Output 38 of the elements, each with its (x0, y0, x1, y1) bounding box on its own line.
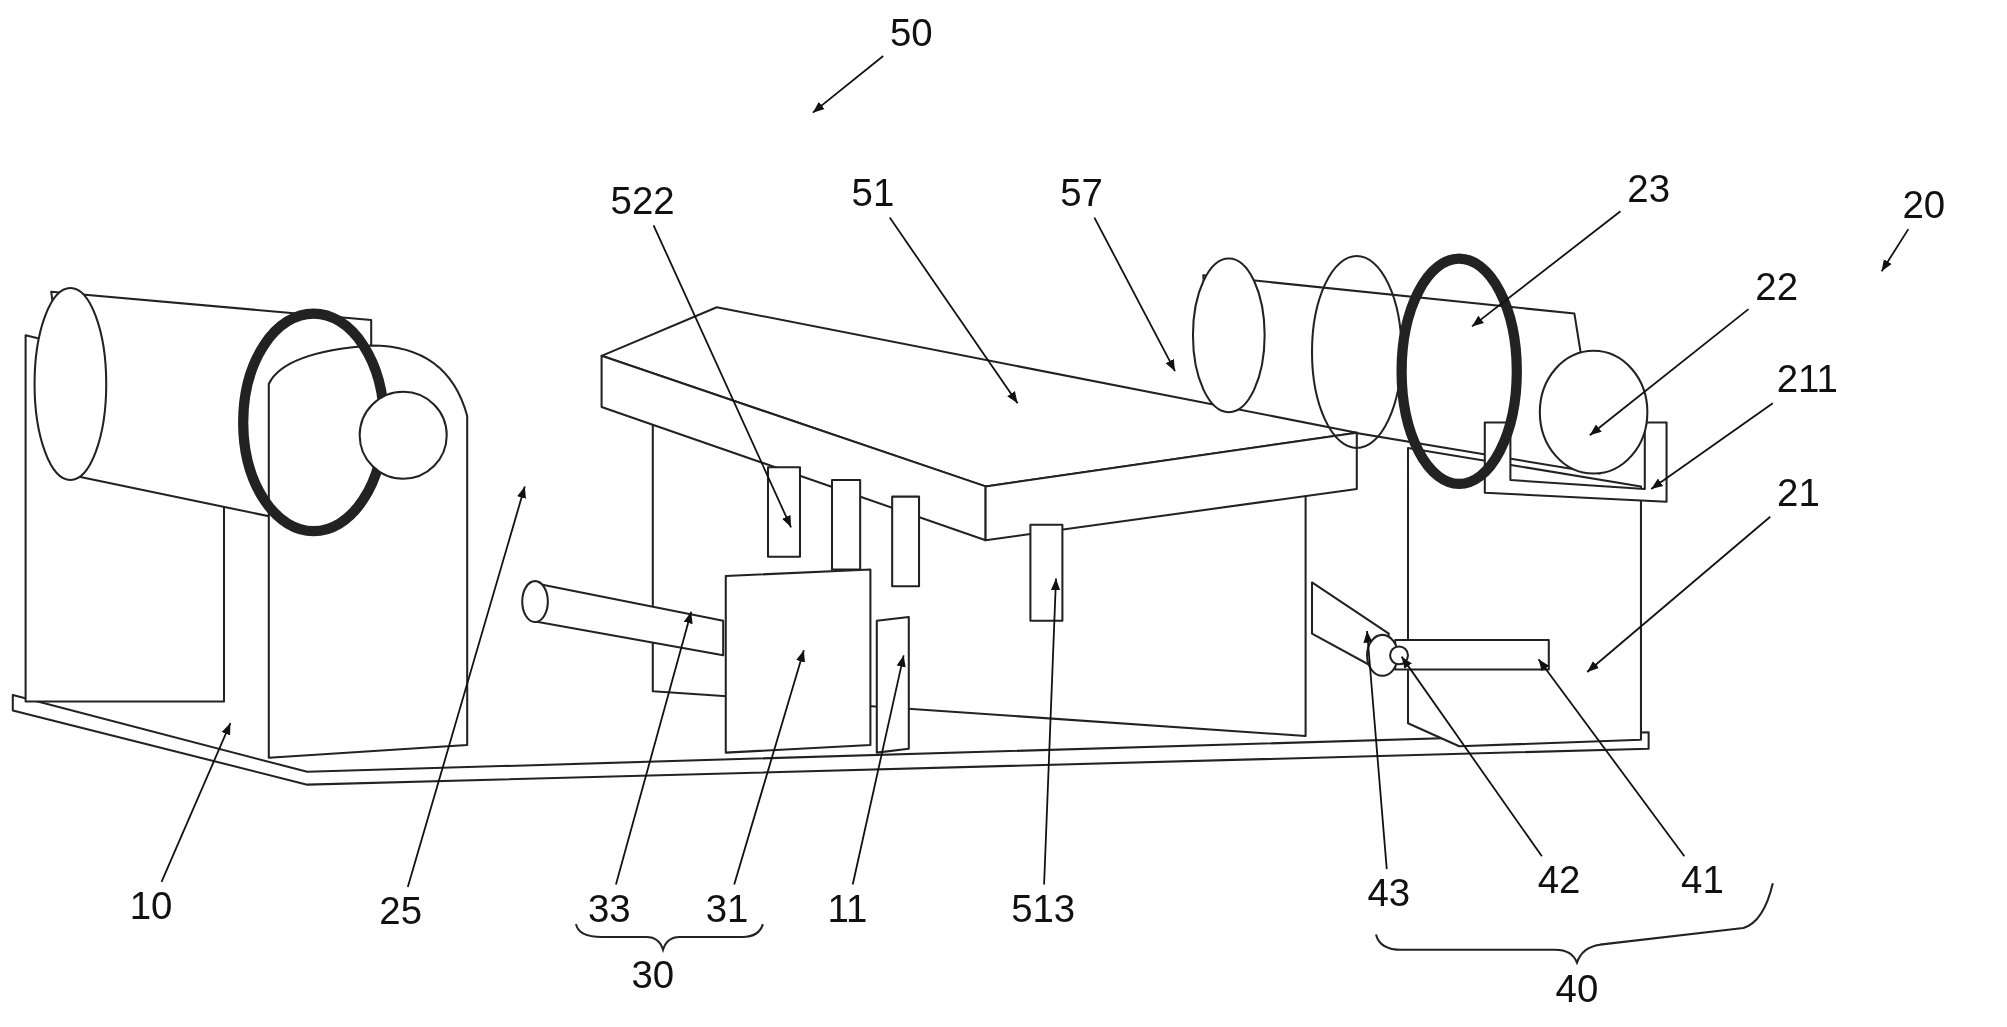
leader-line (160, 722, 232, 883)
callout-number: 50 (890, 11, 933, 56)
callout-number: 41 (1681, 858, 1724, 903)
callout-number: 57 (1060, 171, 1103, 216)
callout-number: 33 (587, 887, 631, 931)
callout-number: 51 (851, 171, 895, 216)
callout-number: 21 (1777, 471, 1820, 515)
callout-number: 30 (631, 953, 675, 998)
leader-line (1650, 402, 1774, 490)
leader-line (1093, 216, 1176, 373)
callout-number: 22 (1755, 264, 1798, 309)
callout-number: 513 (1011, 887, 1076, 931)
leader-line (1586, 515, 1772, 673)
callout-number: 23 (1627, 167, 1670, 212)
leader-line (1471, 210, 1622, 328)
callout-number: 40 (1555, 967, 1599, 1012)
callout-number: 10 (129, 884, 173, 928)
leader-line (1043, 577, 1061, 886)
leader-line (615, 610, 693, 886)
leader-line (811, 55, 885, 114)
callout-number: 11 (827, 887, 868, 931)
leader-line (406, 485, 526, 888)
leader-line (1363, 630, 1388, 870)
callout-number: 20 (1902, 183, 1946, 227)
leader-line (888, 216, 1019, 405)
callout-number: 43 (1367, 871, 1411, 916)
leader-line (1588, 308, 1750, 437)
callout-number: 31 (705, 887, 749, 931)
callout-number: 42 (1537, 858, 1581, 903)
callout-number: 522 (610, 179, 675, 223)
leader-line (1400, 655, 1543, 858)
leader-line (1880, 228, 1910, 273)
leader-line (652, 224, 792, 529)
callout-number: 25 (379, 889, 422, 934)
callout-number: 211 (1776, 357, 1838, 401)
leader-line (733, 649, 805, 886)
leader-line (1537, 658, 1686, 858)
leader-line (851, 654, 906, 886)
